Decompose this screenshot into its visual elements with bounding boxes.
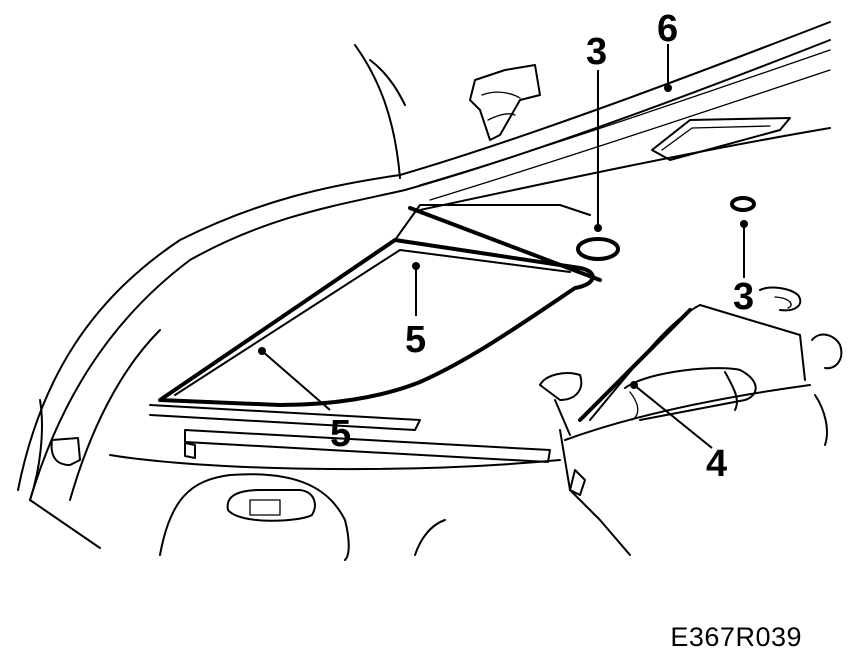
rear-trim-panel	[17, 21, 831, 501]
callout-label: 6	[657, 8, 678, 50]
reference-code: E367R039	[670, 622, 802, 652]
callout-label: 3	[586, 31, 607, 73]
clip-bracket	[469, 64, 541, 141]
c-pillar	[354, 44, 406, 179]
callout-label: 5	[330, 413, 351, 455]
window-seal	[158, 204, 602, 407]
seal-ring-large	[576, 237, 620, 261]
right-trim	[539, 286, 843, 556]
lower-side-panel	[29, 399, 561, 561]
callouts: 3 6 3 5 5 4	[258, 8, 754, 485]
callout-label: 4	[706, 443, 727, 485]
seal-rings	[576, 196, 756, 261]
seal-ring-small	[730, 196, 756, 212]
callout-label: 3	[733, 276, 754, 318]
callout-label: 5	[405, 319, 426, 361]
